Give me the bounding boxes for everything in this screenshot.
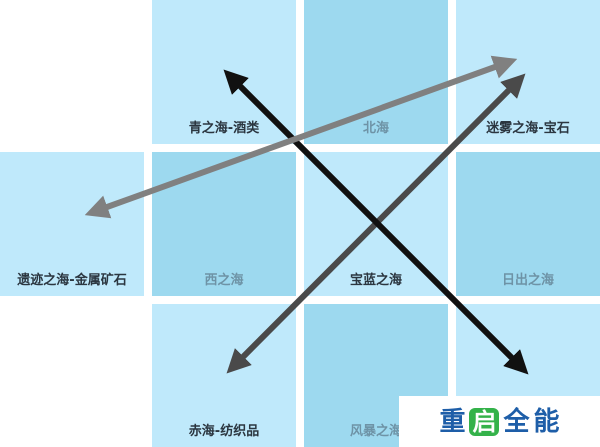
logo-char-2: 启 (469, 407, 500, 436)
brand-logo: 重 启 全 能 (399, 396, 600, 447)
region-label-fengbaozhihai: 风暴之海 (349, 424, 402, 439)
arrow-yijizhihai-miwuzhihai (84, 55, 518, 219)
logo-char-1: 重 (439, 406, 466, 437)
logo-char-3: 全 (503, 406, 530, 437)
region-label-chihai: 赤海-纺织品 (188, 424, 260, 439)
logo-char-4: 能 (533, 406, 560, 437)
region-label-yijizhihai: 遗迹之海-金属矿石 (17, 273, 127, 288)
